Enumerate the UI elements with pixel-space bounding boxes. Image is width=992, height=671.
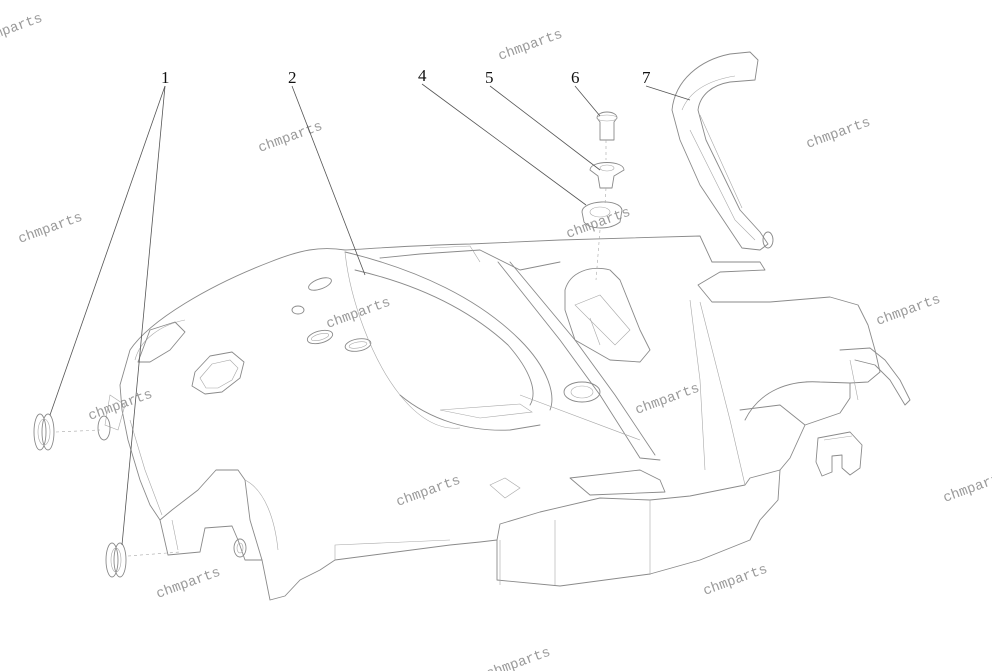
- leader-line-4: [421, 83, 587, 206]
- callout-label-4: 4: [418, 66, 427, 85]
- callout-label-6: 6: [571, 68, 580, 87]
- leader-line-6: [574, 85, 601, 117]
- watermark: chmparts: [394, 473, 463, 511]
- watermark: chmparts: [0, 11, 45, 49]
- watermark: chmparts: [16, 210, 85, 248]
- fastener-stack: [581, 111, 625, 281]
- leader-line-2: [291, 85, 366, 276]
- grommet-upper: [33, 413, 111, 451]
- callout-label-2: 2: [288, 68, 297, 87]
- callout-label-5: 5: [485, 68, 494, 87]
- leader-line-5: [489, 85, 601, 171]
- leader-lines: [49, 83, 691, 546]
- watermark: chmparts: [484, 645, 553, 671]
- grommet-pair-part-1: [33, 413, 181, 578]
- leader-line-1b: [121, 85, 166, 546]
- watermark: chmparts: [874, 292, 943, 330]
- screw-part-6: [596, 111, 618, 141]
- watermark: chmparts: [701, 562, 770, 600]
- watermark: chmparts: [633, 381, 702, 419]
- watermark: chmparts: [496, 27, 565, 65]
- callout-labels: 1 2 4 5 6 7: [161, 66, 651, 87]
- callout-label-1: 1: [161, 68, 170, 87]
- grommet-lower: [105, 542, 181, 578]
- watermark: chmparts: [941, 469, 992, 507]
- seal-strip-part-7: [671, 51, 774, 251]
- leader-line-7: [645, 85, 691, 101]
- grommet-part-4: [581, 201, 623, 229]
- watermark: chmparts: [564, 205, 633, 243]
- leader-line-1a: [49, 85, 166, 416]
- watermark: chmparts: [804, 115, 873, 153]
- callout-label-7: 7: [642, 68, 651, 87]
- main-cover-panel: [104, 235, 911, 601]
- watermark: chmparts: [154, 565, 223, 603]
- watermark-layer: chmparts chmparts chmparts chmparts chmp…: [0, 11, 992, 671]
- watermark: chmparts: [256, 119, 325, 157]
